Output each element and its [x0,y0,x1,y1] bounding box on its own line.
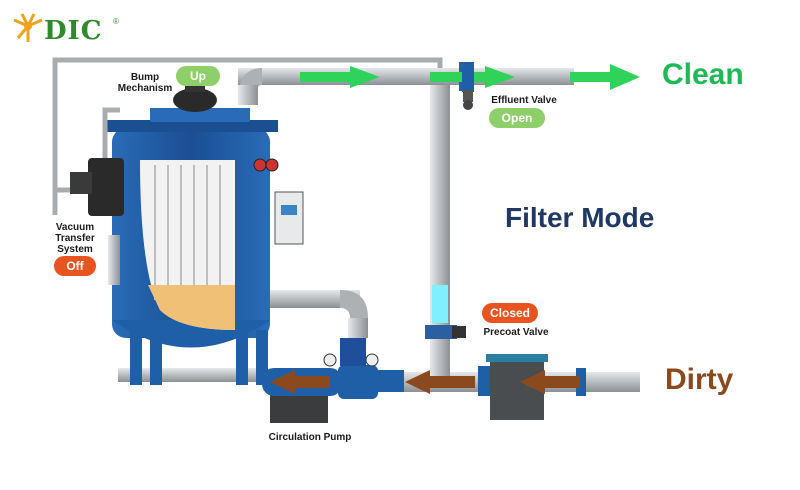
effluent-valve-label: Effluent Valve [491,95,557,106]
registered-mark: ® [113,17,119,26]
strainer [478,354,586,420]
brand-mark-icon [13,13,43,42]
dirty-flow-arrows [270,370,580,394]
filter-vessel [104,84,304,385]
precoat-valve-state-badge: Closed [482,303,538,323]
vacuum-transfer-system [52,107,124,285]
precoat-valve [425,325,466,339]
effluent-valve-state-badge: Open [489,108,545,128]
diagram-title: Filter Mode [505,202,655,233]
bump-mechanism-label: Bump Mechanism [117,72,173,94]
precoat-valve-label: Precoat Valve [483,327,549,338]
effluent-valve [462,62,474,110]
vacuum-transfer-state-badge: Off [54,256,96,276]
vacuum-transfer-label: Vacuum Transfer System [55,222,95,255]
vacuum-return-line [52,57,443,215]
brand-name: DIC [44,16,103,46]
bump-state-badge: Up [176,66,220,86]
circulation-pump-label: Circulation Pump [268,432,352,443]
clean-outlet-label: Clean [662,58,744,91]
dirty-outlet-label: Dirty [665,363,734,396]
precoat-riser-flow [432,285,448,323]
